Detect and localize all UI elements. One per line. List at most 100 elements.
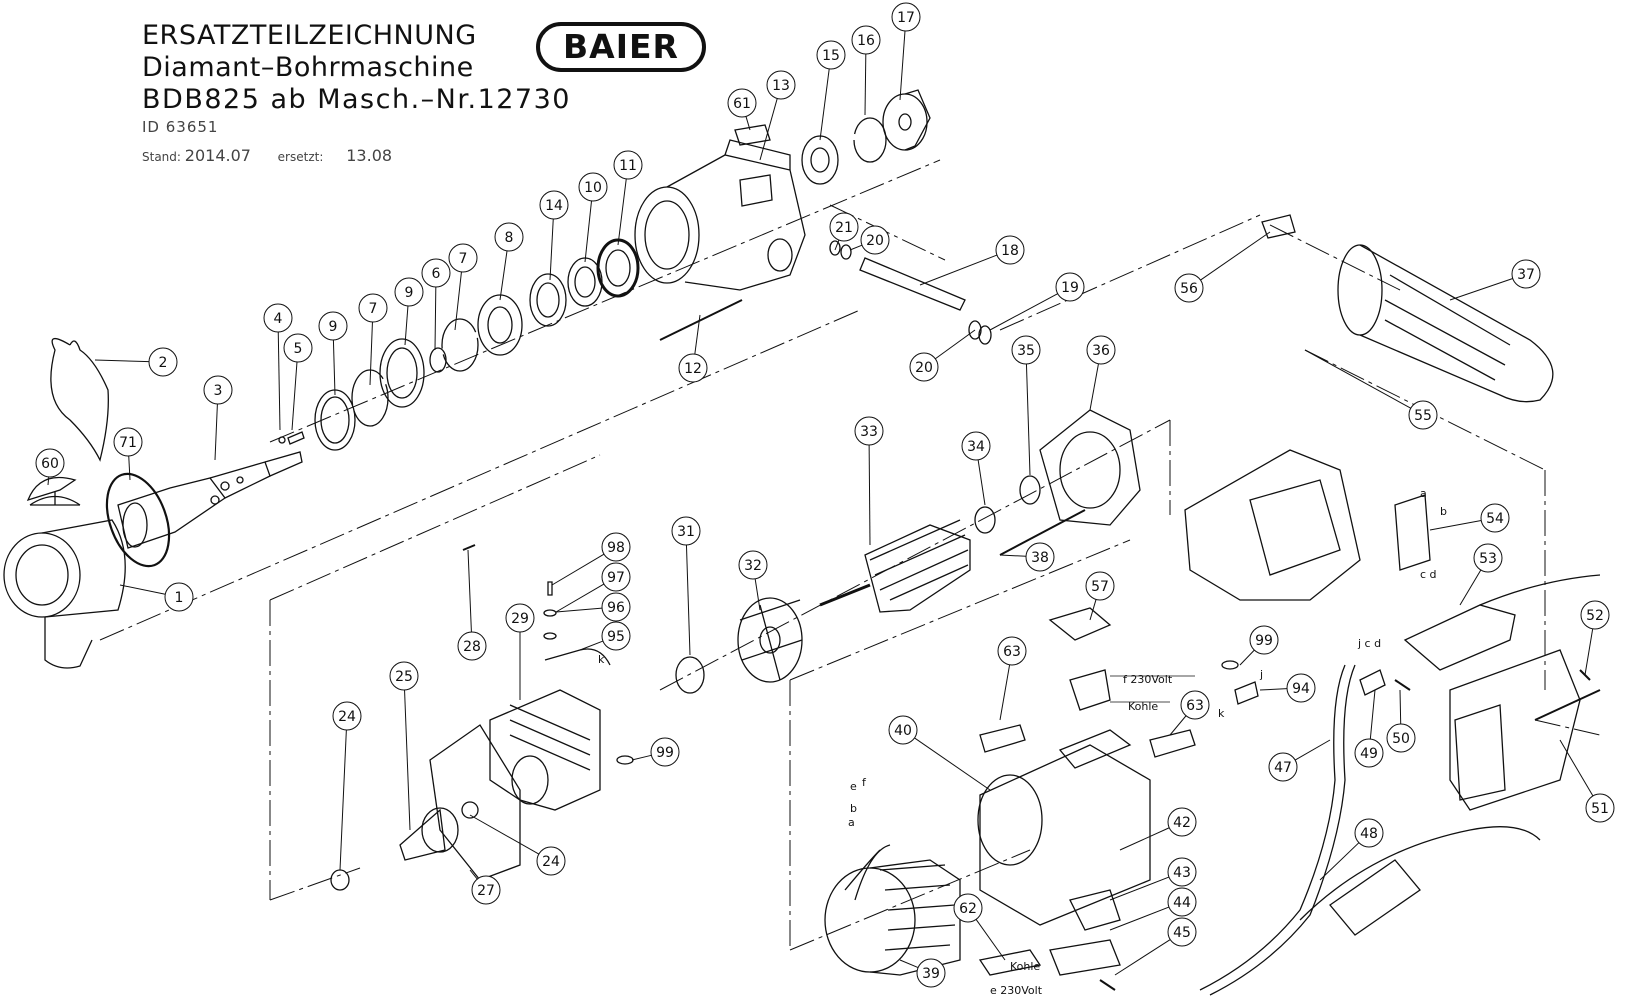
callout-leader (899, 30, 906, 101)
motor-cover (489, 689, 601, 811)
callout-bubble (35, 448, 65, 478)
callout-bubble (860, 225, 890, 255)
part-number-20: 20 (915, 360, 933, 376)
axis-line (999, 214, 1261, 331)
wire-label-k2: k (1218, 707, 1225, 720)
callout-bubble (1480, 503, 1510, 533)
callout-leader (291, 361, 298, 431)
pinion-gear (399, 807, 459, 861)
callout-leader (1449, 278, 1513, 301)
callout-leader (469, 814, 540, 855)
part-number-11: 11 (619, 158, 637, 174)
part-number-13: 13 (772, 78, 790, 94)
callout-bubble (1167, 857, 1197, 887)
callout-bubble (263, 303, 293, 333)
wire-label-a2: a (848, 816, 855, 829)
terminal-94 (1234, 681, 1259, 705)
part-number-34: 34 (967, 439, 985, 455)
axis-line (269, 159, 941, 443)
callout-bubble (1580, 600, 1610, 630)
rod (659, 299, 743, 341)
callout-bubble (891, 2, 921, 32)
axis-line (269, 867, 361, 901)
callout-leader (1584, 628, 1594, 676)
callout-bubble (1408, 400, 1438, 430)
handle-housing-left (1184, 449, 1361, 601)
spindle (117, 451, 303, 549)
callout-bubble (1085, 571, 1115, 601)
part-number-56: 56 (1180, 281, 1198, 297)
pin-28 (462, 544, 476, 551)
callout-bubble (854, 416, 884, 446)
callout-leader (999, 664, 1011, 721)
part-number-9: 9 (405, 285, 414, 301)
callout-leader (999, 554, 1027, 557)
callout-leader (1200, 231, 1271, 281)
part-number-18: 18 (1001, 243, 1019, 259)
callout-leader (339, 729, 347, 871)
callout-bubble (727, 88, 757, 118)
part-number-61: 61 (733, 96, 751, 112)
callout-bubble (203, 375, 233, 405)
callout-bubble (421, 258, 451, 288)
callout-bubble (1011, 335, 1041, 365)
callout-leader (128, 455, 131, 481)
callout-bubble (578, 172, 608, 202)
callout-leader (868, 444, 871, 546)
wire-label-kohle-top: Kohle (1128, 700, 1158, 713)
electronic-module (1403, 604, 1516, 671)
callout-bubble (1286, 673, 1316, 703)
callout-leader (1239, 649, 1255, 666)
wire-label-e230: e 230Volt (990, 984, 1043, 997)
wire-label-b: b (1440, 505, 1447, 518)
screw-51 (1534, 689, 1601, 721)
callout-bubble (1354, 738, 1384, 768)
callout-bubble (678, 353, 708, 383)
pin-part (287, 431, 305, 445)
screw-50 (1394, 679, 1411, 691)
callout-bubble (671, 516, 701, 546)
part-number-97: 97 (607, 570, 625, 586)
stand-label: Stand: (142, 150, 181, 164)
drive-shaft (829, 240, 992, 345)
callout-leader (579, 640, 604, 651)
callout-leader (94, 359, 150, 363)
part-number-19: 19 (1061, 280, 1079, 296)
cable-clamp (1359, 669, 1386, 696)
wire-label-b2: b (850, 802, 857, 815)
part-number-98: 98 (607, 540, 625, 556)
revision-info: Stand: 2014.07 ersetzt: 13.08 (142, 146, 392, 165)
gear-housing (3, 492, 126, 669)
callout-leader (404, 689, 411, 831)
callout-bubble (1249, 625, 1279, 655)
callout-bubble (995, 235, 1025, 265)
part-number-15: 15 (822, 48, 840, 64)
callout-bubble (164, 582, 194, 612)
callout-bubble (358, 293, 388, 323)
axis-line (269, 454, 601, 601)
callout-leader (745, 116, 751, 131)
callout-leader (617, 178, 627, 246)
washer-99 (616, 755, 634, 765)
ersetzt-value: 13.08 (346, 146, 393, 165)
callout-bubble (1585, 793, 1615, 823)
electronic-wires (1479, 574, 1601, 606)
callout-bubble (394, 277, 424, 307)
callout-bubble (448, 243, 478, 273)
callout-leader (1319, 842, 1360, 881)
label-62 (978, 949, 1042, 976)
ball-part (278, 436, 286, 444)
callout-leader (551, 553, 605, 586)
part-number-33: 33 (860, 424, 878, 440)
callout-leader (214, 403, 218, 461)
baier-logo: BAIER (536, 22, 706, 72)
axis-line (789, 539, 1131, 681)
callout-bubble (650, 737, 680, 767)
part-number-37: 37 (1517, 267, 1535, 283)
side-handle (1337, 244, 1554, 403)
callout-leader (1089, 363, 1099, 411)
callout-leader (899, 959, 919, 969)
part-number-54: 54 (1486, 511, 1504, 527)
part-number-96: 96 (607, 600, 625, 616)
callout-bubble (888, 715, 918, 745)
